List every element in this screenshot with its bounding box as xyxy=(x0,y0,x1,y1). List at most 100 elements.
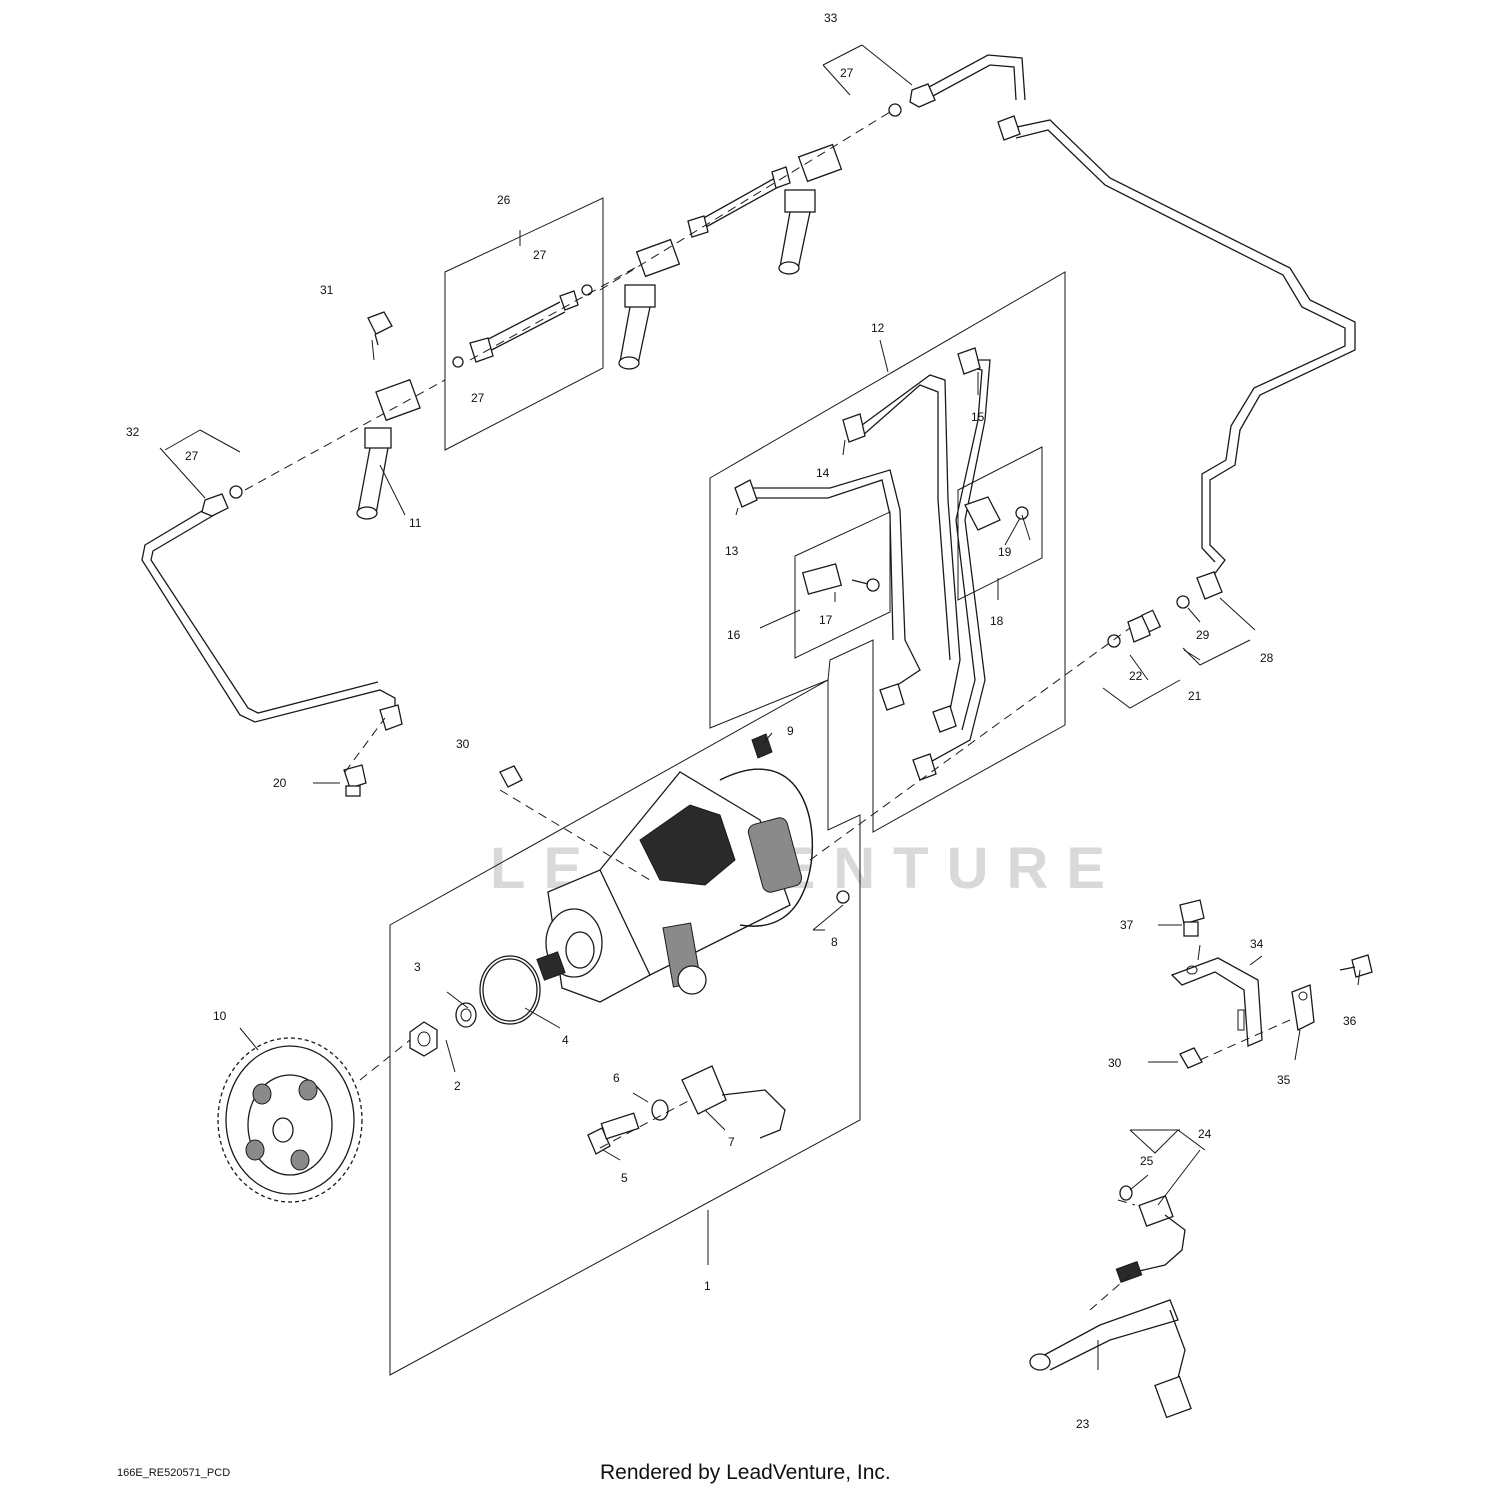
fitting-32-nut xyxy=(201,493,229,517)
sensor-5 xyxy=(587,1112,640,1155)
nut-2-hole xyxy=(417,1031,431,1047)
nut-30-top xyxy=(499,765,523,788)
bracket-34 xyxy=(1170,957,1263,1047)
callout-27-left: 27 xyxy=(185,449,199,463)
callout-37: 37 xyxy=(1120,918,1134,932)
callout-27-upper: 27 xyxy=(840,66,854,80)
leak-off-line-right-inner xyxy=(1015,129,1346,563)
injection-nozzle-3 xyxy=(778,143,843,275)
callout-13: 13 xyxy=(725,544,739,558)
nut-top-right xyxy=(997,115,1021,141)
leader-lines xyxy=(159,44,1361,1370)
bolt-31 xyxy=(367,311,393,346)
nut-2 xyxy=(409,1021,438,1057)
callout-30-bracket: 30 xyxy=(1108,1056,1122,1070)
callout-9: 9 xyxy=(787,724,794,738)
callout-2: 2 xyxy=(454,1079,461,1093)
o-ring-4-inner xyxy=(482,958,538,1022)
line-nut-lower-b xyxy=(932,705,957,733)
callout-10: 10 xyxy=(213,1009,227,1023)
line-nut-lower-c xyxy=(912,753,937,781)
leak-off-line-top-inner xyxy=(919,64,1017,104)
leak-off-line-right xyxy=(1011,119,1356,581)
callout-36: 36 xyxy=(1343,1014,1357,1028)
callout-14: 14 xyxy=(816,466,830,480)
bolt-37 xyxy=(1179,899,1205,937)
line-nut-15 xyxy=(957,347,981,375)
leak-off-line-left-inner xyxy=(150,514,379,714)
callout-24: 24 xyxy=(1198,1127,1212,1141)
callout-33: 33 xyxy=(824,11,838,25)
line-nut-13 xyxy=(734,479,758,508)
callout-20: 20 xyxy=(273,776,287,790)
clamp-19 xyxy=(964,496,1029,531)
callout-4: 4 xyxy=(562,1033,569,1047)
harness-23 xyxy=(1029,1299,1192,1419)
washer-27-26b xyxy=(452,356,464,368)
fitting-21 xyxy=(1127,609,1162,643)
bracket-leaders xyxy=(164,44,1251,1154)
injection-nozzle-1 xyxy=(356,378,421,520)
callout-27-box-top: 27 xyxy=(533,248,547,262)
callout-8: 8 xyxy=(831,935,838,949)
leak-off-pipe-b xyxy=(692,177,781,233)
callout-3: 3 xyxy=(414,960,421,974)
render-credit: Rendered by LeadVenture, Inc. xyxy=(600,1461,891,1484)
callout-31: 31 xyxy=(320,283,334,297)
clamp-box-18 xyxy=(957,446,1043,601)
callout-5: 5 xyxy=(621,1171,628,1185)
drawing-code: 166E_RE520571_PCD xyxy=(117,1467,231,1479)
pump-group-box xyxy=(389,679,861,1376)
callout-28: 28 xyxy=(1260,651,1274,665)
callout-15: 15 xyxy=(971,410,985,424)
clamp-box-16 xyxy=(794,511,891,659)
washer-3 xyxy=(455,1002,477,1028)
dash-lines xyxy=(244,111,1291,1311)
callout-34: 34 xyxy=(1250,937,1264,951)
injector-line-group-box xyxy=(709,271,1066,833)
line-nut-lower-a xyxy=(879,683,905,711)
fitting-33-nut xyxy=(909,83,936,108)
bolt-36 xyxy=(1339,954,1373,978)
callout-25: 25 xyxy=(1140,1154,1154,1168)
injection-nozzle-2 xyxy=(618,238,681,370)
callout-19: 19 xyxy=(998,545,1012,559)
bolt-20 xyxy=(343,764,367,797)
washer-27-left xyxy=(229,485,243,499)
nut-left-lower xyxy=(379,704,403,731)
sensor-24 xyxy=(1115,1195,1186,1283)
callouts: 1 2 3 4 5 6 7 8 9 10 11 12 13 14 15 16 1… xyxy=(126,11,1357,1431)
nut-26b xyxy=(469,337,494,363)
leak-off-line-top xyxy=(917,54,1026,101)
callout-17: 17 xyxy=(819,613,833,627)
callout-1: 1 xyxy=(704,1279,711,1293)
nut-30-bracket xyxy=(1179,1047,1203,1069)
callout-30-pump: 30 xyxy=(456,737,470,751)
callout-11: 11 xyxy=(409,516,422,530)
washer-27-top xyxy=(888,103,902,117)
connector-7 xyxy=(681,1065,786,1139)
callout-18: 18 xyxy=(990,614,1004,628)
nut-26a xyxy=(559,290,579,311)
callout-21: 21 xyxy=(1188,689,1202,703)
clamp-35 xyxy=(1291,984,1315,1031)
o-ring-6 xyxy=(651,1099,669,1121)
callout-6: 6 xyxy=(613,1071,620,1085)
callout-32: 32 xyxy=(126,425,140,439)
plug-8 xyxy=(836,890,850,904)
callout-23: 23 xyxy=(1076,1417,1090,1431)
o-ring-25 xyxy=(1119,1185,1133,1201)
callout-16: 16 xyxy=(727,628,741,642)
line-nut-14 xyxy=(842,413,866,443)
clamp-17 xyxy=(801,563,880,595)
o-ring-4 xyxy=(479,955,541,1025)
callout-27-box-bottom: 27 xyxy=(471,391,485,405)
fuel-injection-pump xyxy=(536,768,813,1003)
callout-26: 26 xyxy=(497,193,511,207)
injection-lines xyxy=(748,359,991,766)
nut-mid xyxy=(687,215,709,238)
callout-12: 12 xyxy=(871,321,885,335)
washer-3-hole xyxy=(460,1008,472,1022)
drive-gear-10 xyxy=(217,1037,363,1203)
